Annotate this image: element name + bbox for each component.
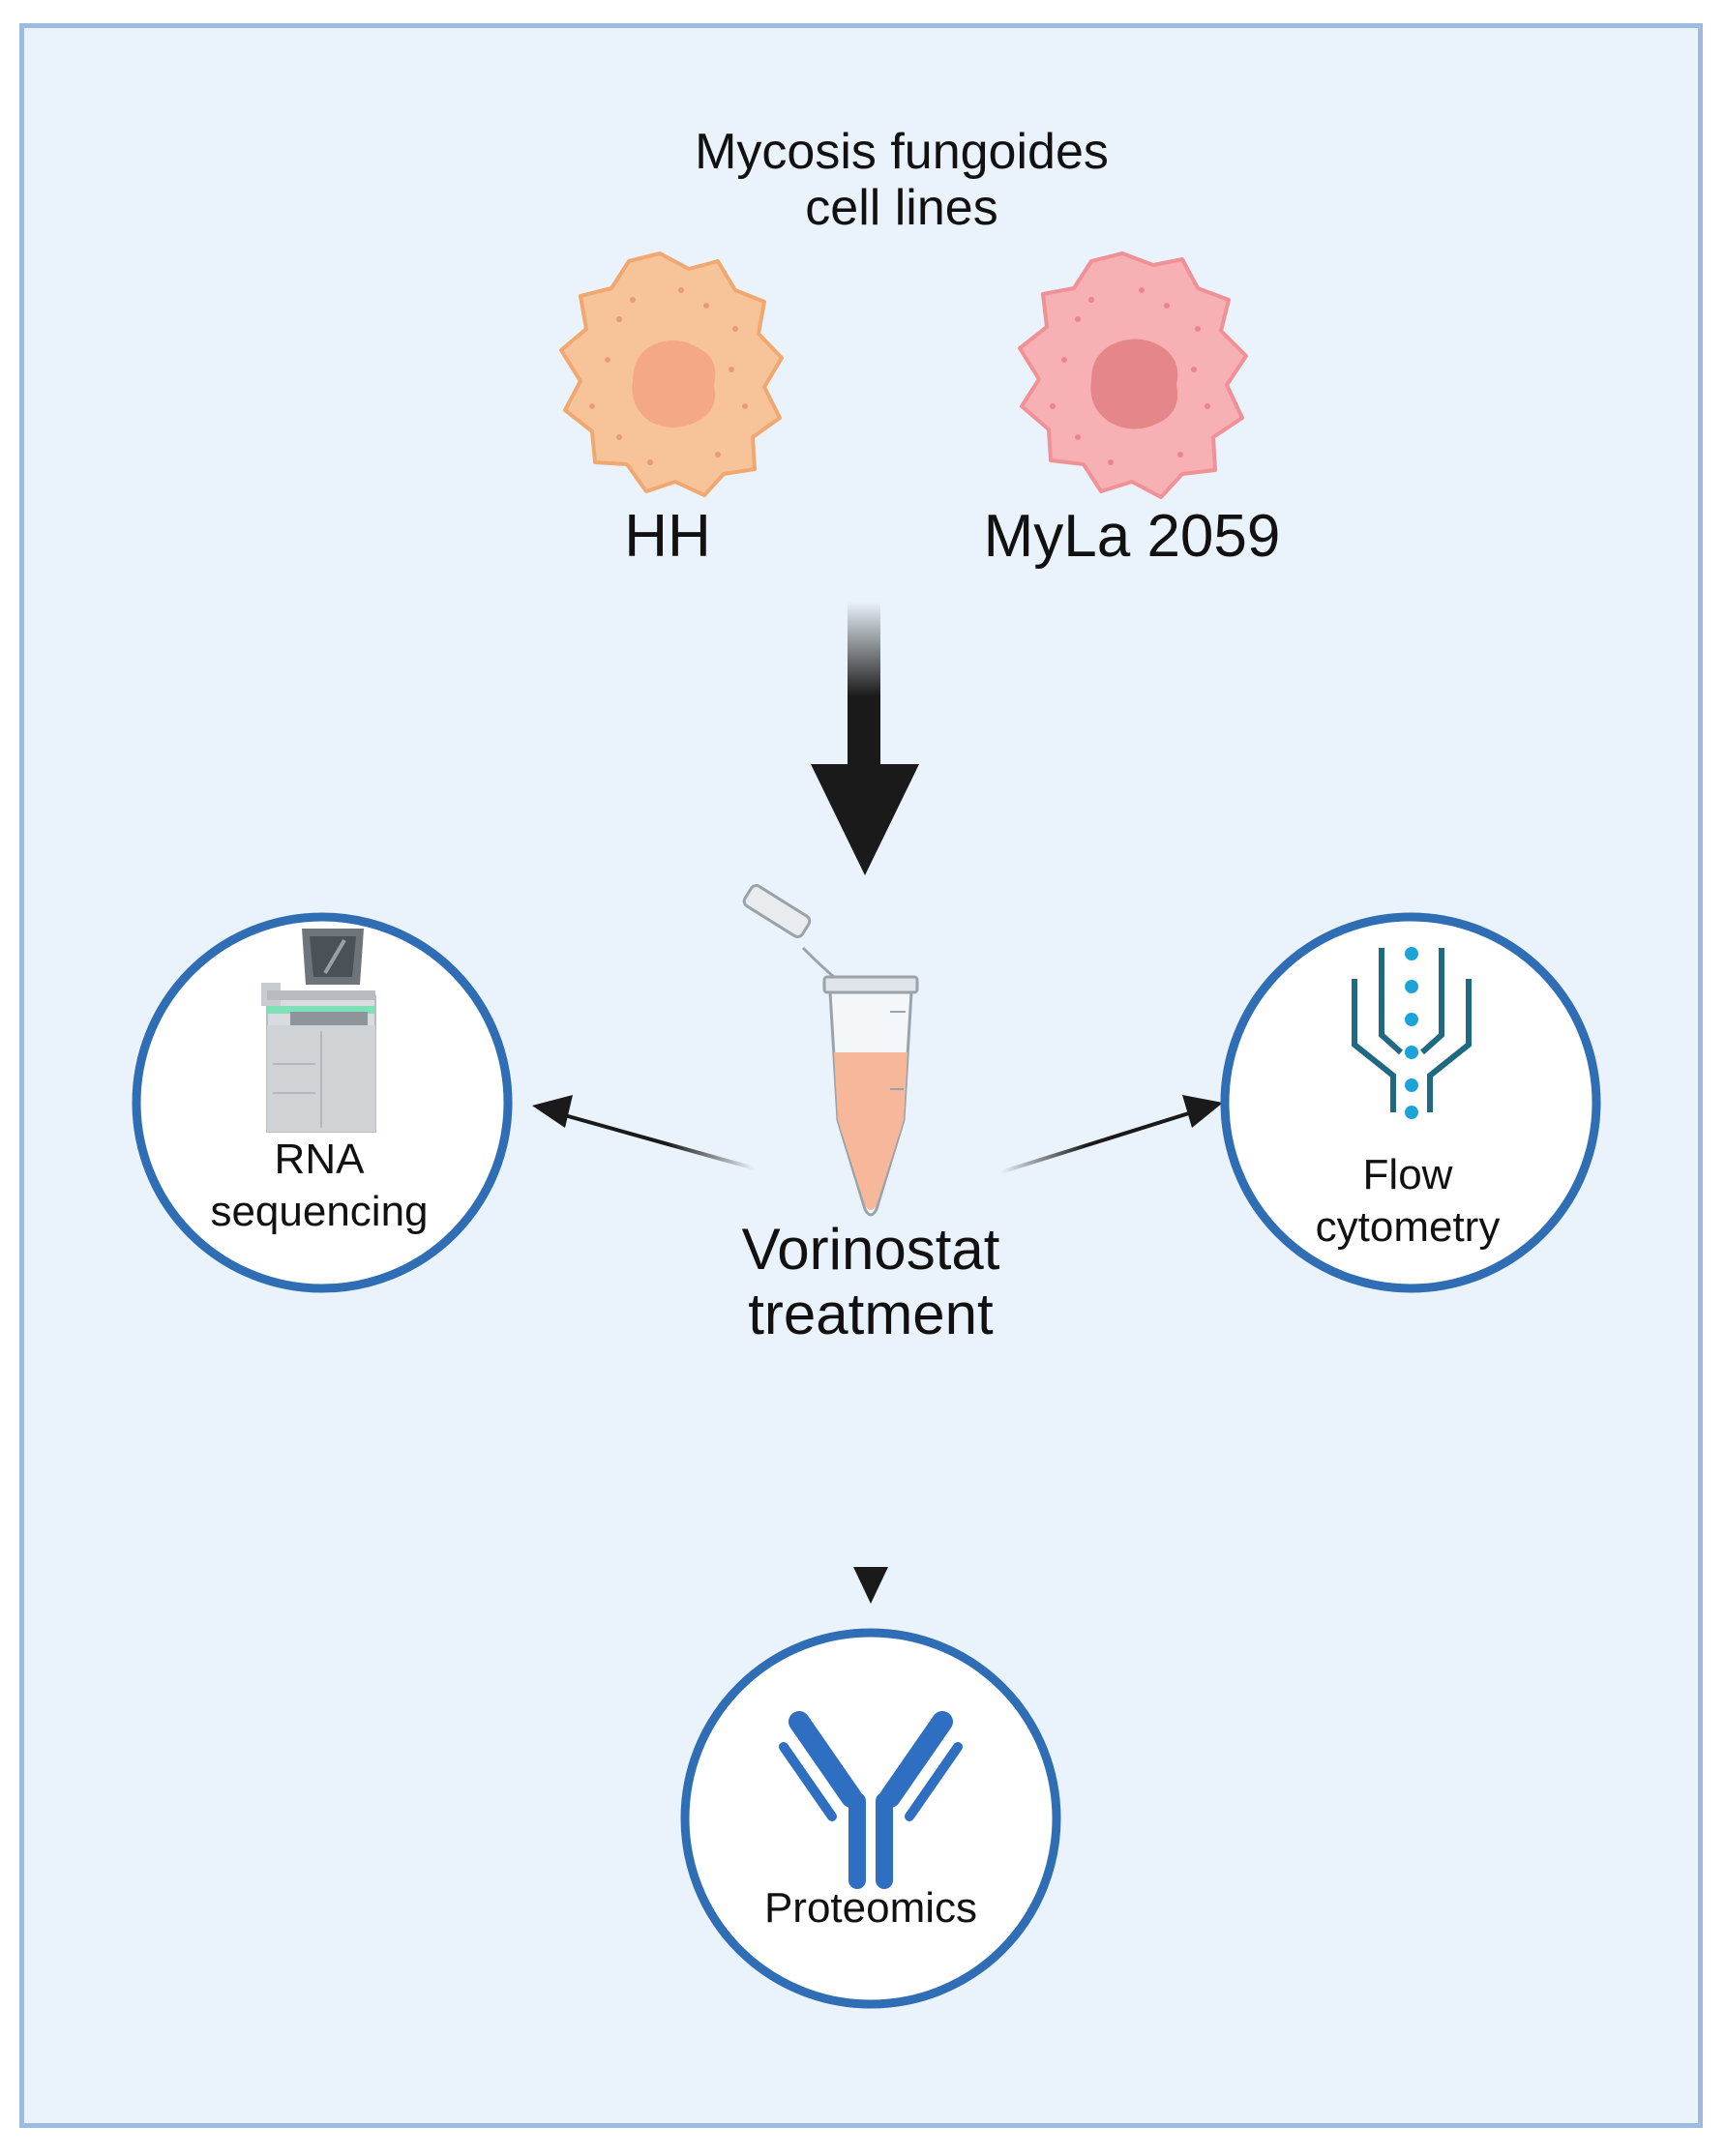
title-line-2: cell lines <box>805 180 998 237</box>
title-line-1: Mycosis fungoides <box>695 124 1109 180</box>
proteomics-node <box>680 1628 1061 2009</box>
rna-label-line-2: sequencing <box>210 1187 429 1235</box>
proteomics-label: Proteomics <box>763 1884 978 1932</box>
hh-cell-label: HH <box>624 503 711 570</box>
flow-cytometry-label: Flow cytometry <box>1263 1149 1553 1253</box>
myla-cell-icon <box>1018 251 1248 499</box>
arrow-to-rna-seq <box>532 1095 756 1170</box>
treatment-line-1: Vorinostat <box>741 1217 1000 1282</box>
flow-label-line-1: Flow <box>1362 1151 1453 1198</box>
diagram-title: Mycosis fungoides cell lines <box>573 124 1231 236</box>
rna-sequencing-label: RNA sequencing <box>174 1134 464 1237</box>
treatment-label: Vorinostat treatment <box>639 1217 1103 1346</box>
hh-cell-icon <box>559 251 784 497</box>
treatment-line-2: treatment <box>748 1282 994 1347</box>
sequencer-icon <box>261 929 376 1133</box>
rna-label-line-1: RNA <box>274 1136 365 1183</box>
myla-cell-label: MyLa 2059 <box>983 503 1281 570</box>
main-down-arrow <box>811 602 919 875</box>
flow-label-line-2: cytometry <box>1315 1202 1501 1251</box>
rna-sequencing-node <box>132 912 513 1293</box>
arrow-to-flow-cytometry <box>999 1095 1223 1174</box>
arrow-to-proteomics <box>853 1393 888 1604</box>
flow-cytometry-node <box>1220 912 1601 1293</box>
antibody-icon <box>779 1711 963 1889</box>
tube-icon <box>742 884 919 1217</box>
flow-cytometer-icon <box>1352 948 1472 1112</box>
